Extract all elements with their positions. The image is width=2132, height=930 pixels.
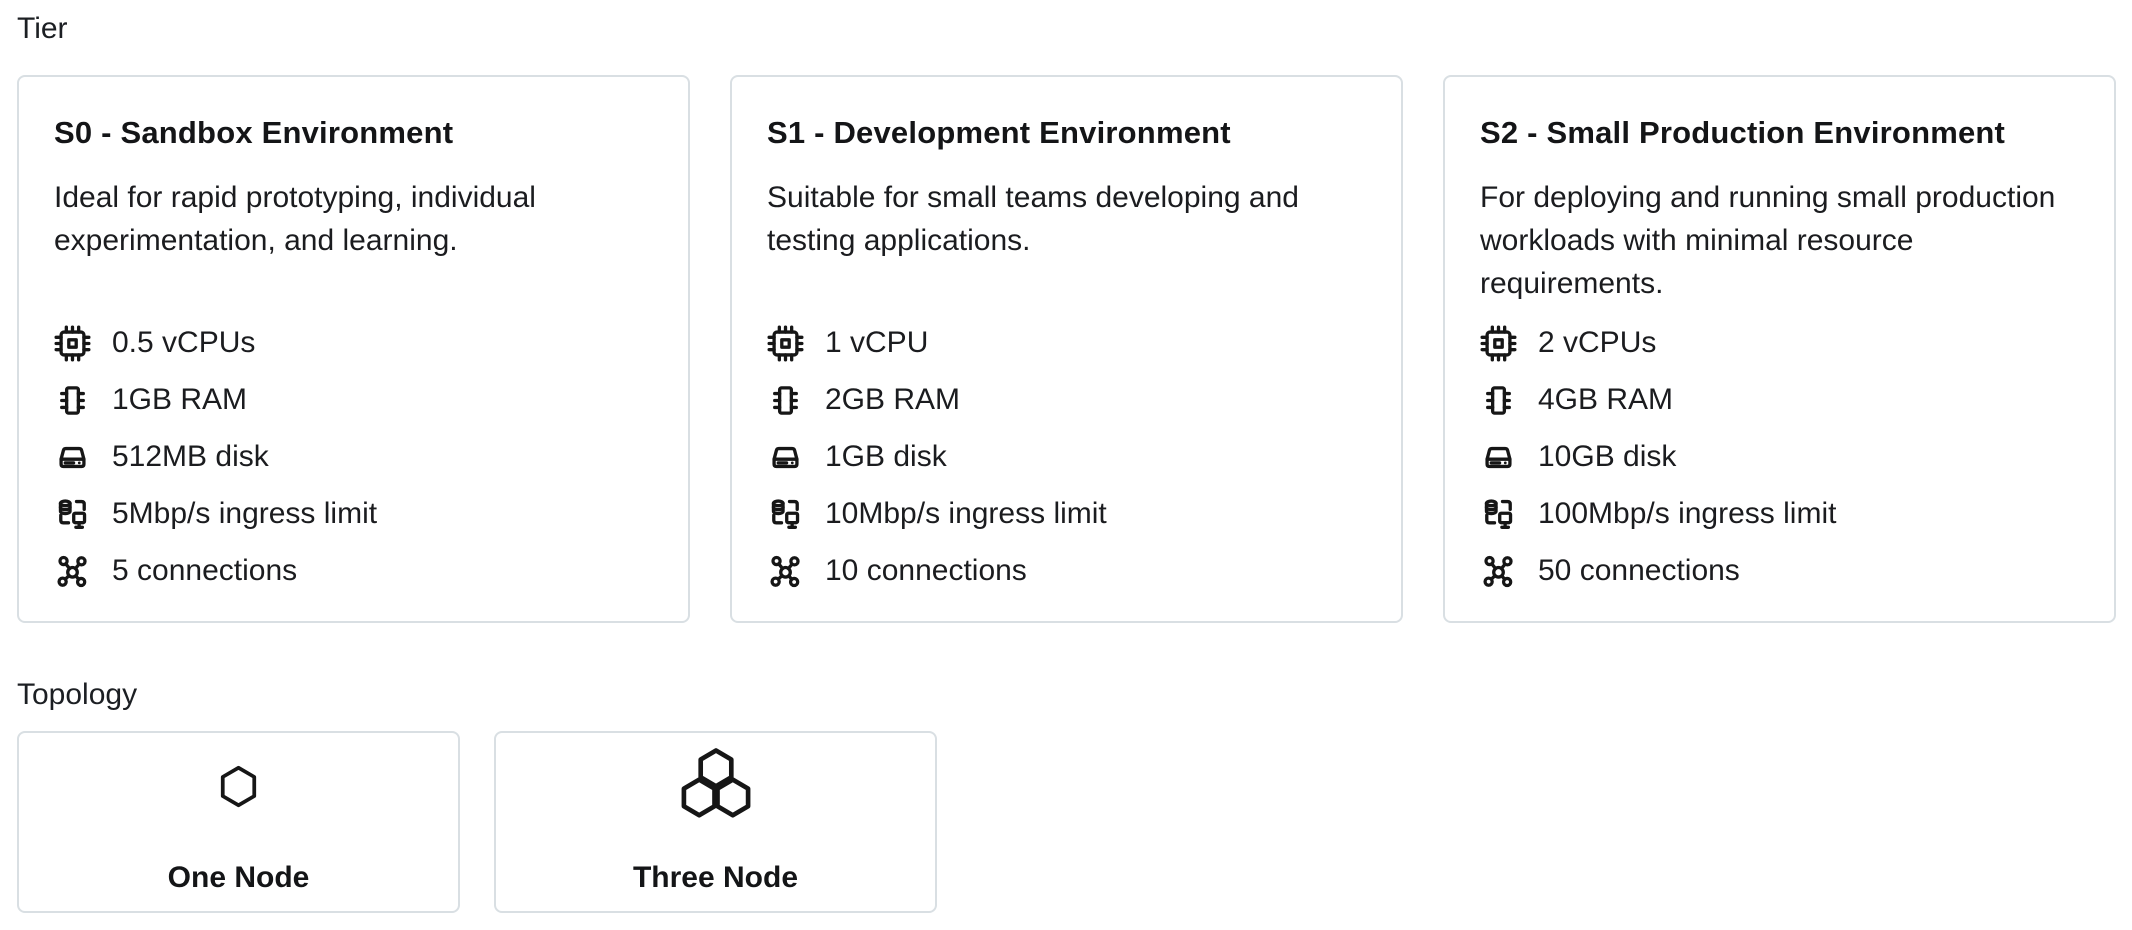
ram-icon [54, 382, 91, 419]
tier-options: S0 - Sandbox Environment Ideal for rapid… [17, 75, 2116, 623]
spec-row-connections: 50 connections [1480, 551, 2080, 591]
spec-row-ingress: 10Mbp/s ingress limit [767, 494, 1367, 534]
spec-text: 10GB disk [1538, 440, 1677, 473]
topology-card-label: One Node [167, 861, 310, 894]
topology-section: Topology One Node Three Node [17, 678, 2116, 913]
spec-text: 5Mbp/s ingress limit [112, 497, 378, 530]
spec-text: 1GB disk [825, 440, 947, 473]
spec-text: 10 connections [825, 554, 1027, 587]
spec-text: 2 vCPUs [1538, 326, 1657, 359]
connections-icon [767, 553, 804, 590]
spec-row-disk: 512MB disk [54, 437, 654, 477]
topology-card-one-node[interactable]: One Node [17, 731, 460, 913]
spec-row-connections: 5 connections [54, 551, 654, 591]
tier-card-title: S2 - Small Production Environment [1480, 115, 2006, 150]
tier-card-description: Suitable for small teams developing and … [767, 181, 1299, 257]
spec-row-vcpu: 1 vCPU [767, 323, 1367, 363]
spec-text: 100Mbp/s ingress limit [1538, 497, 1837, 530]
spec-row-ram: 1GB RAM [54, 380, 654, 420]
connections-icon [1480, 553, 1517, 590]
tier-card-s1[interactable]: S1 - Development Environment Suitable fo… [730, 75, 1403, 623]
spec-list: 1 vCPU 2GB RAM 1GB disk 10Mbp/s ingress … [767, 323, 1367, 591]
spec-text: 50 connections [1538, 554, 1740, 587]
disk-icon [767, 439, 804, 476]
cpu-icon [54, 325, 91, 362]
ingress-icon [54, 496, 91, 533]
spec-text: 2GB RAM [825, 383, 961, 416]
spec-text: 5 connections [112, 554, 298, 587]
spec-row-disk: 10GB disk [1480, 437, 2080, 477]
cpu-icon [1480, 325, 1517, 362]
spec-text: 512MB disk [112, 440, 269, 473]
one-node-icon [216, 743, 261, 829]
tier-card-description: For deploying and running small producti… [1480, 181, 2056, 300]
spec-text: 1 vCPU [825, 326, 929, 359]
spec-list: 2 vCPUs 4GB RAM 10GB disk 100Mbp/s ingre… [1480, 323, 2080, 591]
spec-row-ingress: 5Mbp/s ingress limit [54, 494, 654, 534]
spec-row-connections: 10 connections [767, 551, 1367, 591]
spacer [767, 262, 1367, 323]
spec-row-vcpu: 2 vCPUs [1480, 323, 2080, 363]
spec-row-ram: 4GB RAM [1480, 380, 2080, 420]
tier-card-title: S1 - Development Environment [767, 115, 1231, 150]
cpu-icon [767, 325, 804, 362]
spec-row-vcpu: 0.5 vCPUs [54, 323, 654, 363]
disk-icon [1480, 439, 1517, 476]
disk-icon [54, 439, 91, 476]
spec-row-ingress: 100Mbp/s ingress limit [1480, 494, 2080, 534]
ingress-icon [767, 496, 804, 533]
spec-row-ram: 2GB RAM [767, 380, 1367, 420]
ram-icon [1480, 382, 1517, 419]
spec-list: 0.5 vCPUs 1GB RAM 512MB disk 5Mbp/s ingr… [54, 323, 654, 591]
ingress-icon [1480, 496, 1517, 533]
topology-card-three-node[interactable]: Three Node [494, 731, 937, 913]
topology-options: One Node Three Node [17, 731, 2116, 913]
topology-label: Topology [17, 678, 138, 711]
ram-icon [767, 382, 804, 419]
spec-text: 1GB RAM [112, 383, 248, 416]
tier-card-s2[interactable]: S2 - Small Production Environment For de… [1443, 75, 2116, 623]
topology-card-label: Three Node [632, 861, 799, 894]
tier-card-description: Ideal for rapid prototyping, individual … [54, 181, 536, 257]
spacer [1480, 305, 2080, 323]
tier-card-s0[interactable]: S0 - Sandbox Environment Ideal for rapid… [17, 75, 690, 623]
spacer [54, 262, 654, 323]
spec-row-disk: 1GB disk [767, 437, 1367, 477]
tier-label: Tier [17, 12, 68, 45]
spec-text: 0.5 vCPUs [112, 326, 256, 359]
spec-text: 10Mbp/s ingress limit [825, 497, 1107, 530]
spec-text: 4GB RAM [1538, 383, 1674, 416]
connections-icon [54, 553, 91, 590]
tier-card-title: S0 - Sandbox Environment [54, 115, 454, 150]
three-node-icon [665, 743, 767, 829]
tier-section: Tier S0 - Sandbox Environment Ideal for … [17, 12, 2116, 623]
